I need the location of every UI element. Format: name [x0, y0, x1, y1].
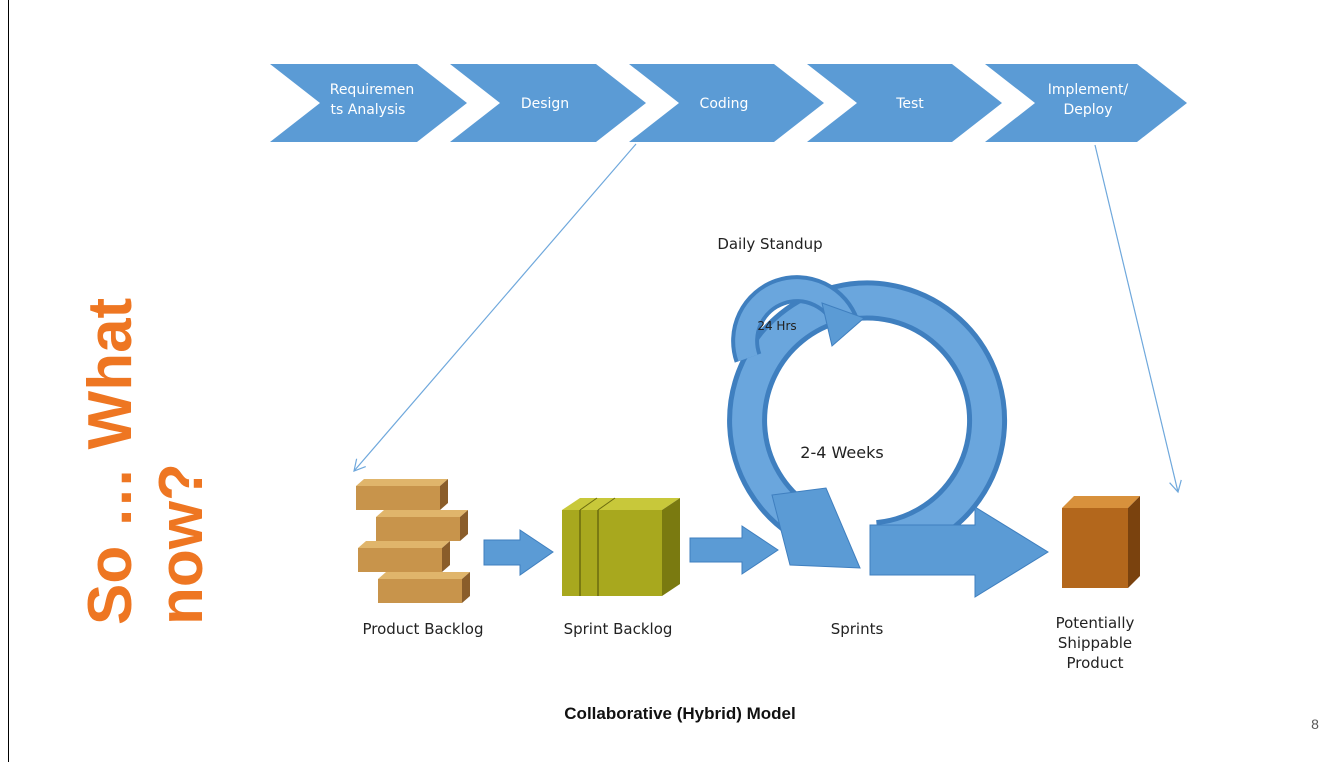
slide-left-border	[8, 0, 9, 762]
chevron-test	[807, 64, 1002, 142]
chevron-label-test: Test	[895, 96, 924, 112]
sprint-backlog-label: Sprint Backlog	[564, 620, 673, 638]
hours-label: 24 Hrs	[757, 319, 796, 333]
product-label-1: Potentially	[1056, 614, 1135, 632]
chevron-label-deploy-1: Implement/	[1048, 82, 1129, 98]
chevron-label-requirements-2: ts Analysis	[331, 102, 406, 118]
arrow-backlog-to-sprint-backlog	[483, 529, 554, 576]
chevron-label-requirements-1: Requiremen	[330, 82, 415, 98]
sprint-backlog-icon	[562, 497, 680, 596]
chevron-design	[450, 64, 646, 142]
chevron-requirements	[270, 64, 467, 142]
waterfall-chevrons: Requiremen ts Analysis Design Coding Tes…	[270, 64, 1187, 142]
product-backlog-label: Product Backlog	[362, 620, 483, 638]
chevron-deploy	[985, 64, 1187, 142]
daily-standup-label: Daily Standup	[717, 235, 822, 253]
sprint-loop-arrowhead	[771, 487, 861, 569]
chevron-coding	[629, 64, 824, 142]
diagram-caption: Collaborative (Hybrid) Model	[564, 704, 796, 723]
shippable-product-icon	[1062, 496, 1140, 588]
product-backlog-icon	[356, 479, 470, 603]
daily-loop-arrowhead	[821, 302, 865, 347]
arrow-sprints-to-product	[869, 506, 1049, 598]
product-label-3: Product	[1067, 654, 1124, 672]
sprint-cycle	[727, 275, 1049, 598]
chevron-label-design: Design	[521, 96, 569, 112]
connector-coding-to-backlog	[353, 143, 637, 472]
connector-deploy-to-product	[1094, 144, 1182, 494]
weeks-label: 2-4 Weeks	[800, 443, 883, 462]
page-number: 8	[1311, 716, 1319, 732]
chevron-label-coding: Coding	[700, 96, 749, 112]
chevron-label-deploy-2: Deploy	[1063, 102, 1112, 118]
arrow-sprint-backlog-to-sprints	[689, 525, 779, 575]
product-label-2: Shippable	[1058, 634, 1132, 652]
sprints-label: Sprints	[831, 620, 884, 638]
